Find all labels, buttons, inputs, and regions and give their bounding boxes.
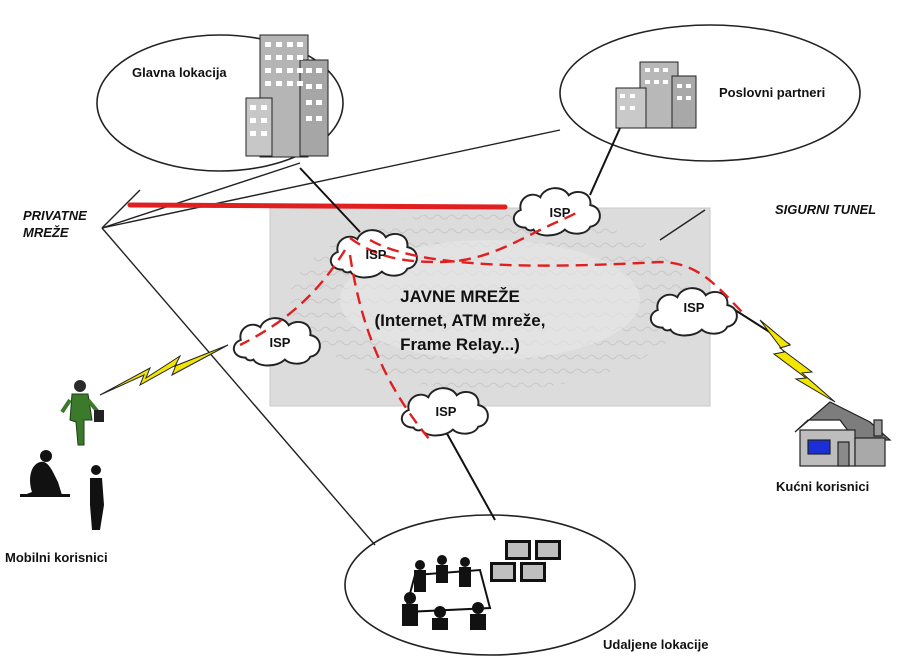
lightning-right-icon [759,319,836,403]
remote-locations-ellipse [344,514,636,656]
remote-locations-label: Udaljene lokacije [603,637,709,652]
isp-label-top-right: ISP [550,205,571,220]
lightning-left-icon [99,344,229,396]
isp-label-right: ISP [684,300,705,315]
public-networks-line-1: JAVNE MREŽE [400,287,520,306]
private-networks-line-1: PRIVATNE [23,208,87,223]
public-networks-line-3: Frame Relay...) [400,335,520,354]
isp-label-center: ISP [366,247,387,262]
private-networks-line-2: MREŽE [23,225,69,240]
isp-label-bottom: ISP [436,404,457,419]
office-building-icon [245,34,329,158]
mobile-users-label: Mobilni korisnici [5,550,108,565]
private-link-line [127,202,508,210]
partner-building-icon [615,61,697,129]
house-icon [794,401,892,467]
mobile-users-icon [20,380,104,530]
private-networks-label: PRIVATNE MREŽE [23,207,87,241]
private-network-lines [101,129,706,546]
public-networks-label: JAVNE MREŽE (Internet, ATM mreže, Frame … [330,285,590,357]
partners-label: Poslovni partneri [719,85,826,100]
main-location-label: Glavna lokacija [132,65,227,80]
isp-label-left: ISP [270,335,291,350]
home-users-label: Kućni korisnici [776,479,870,494]
public-network-zone [269,207,711,407]
public-networks-line-2: (Internet, ATM mreže, [374,311,546,330]
secure-tunnel-label: SIGURNI TUNEL [775,202,877,217]
meeting-room-icon [402,540,561,630]
vpn-tunnels [239,209,743,441]
